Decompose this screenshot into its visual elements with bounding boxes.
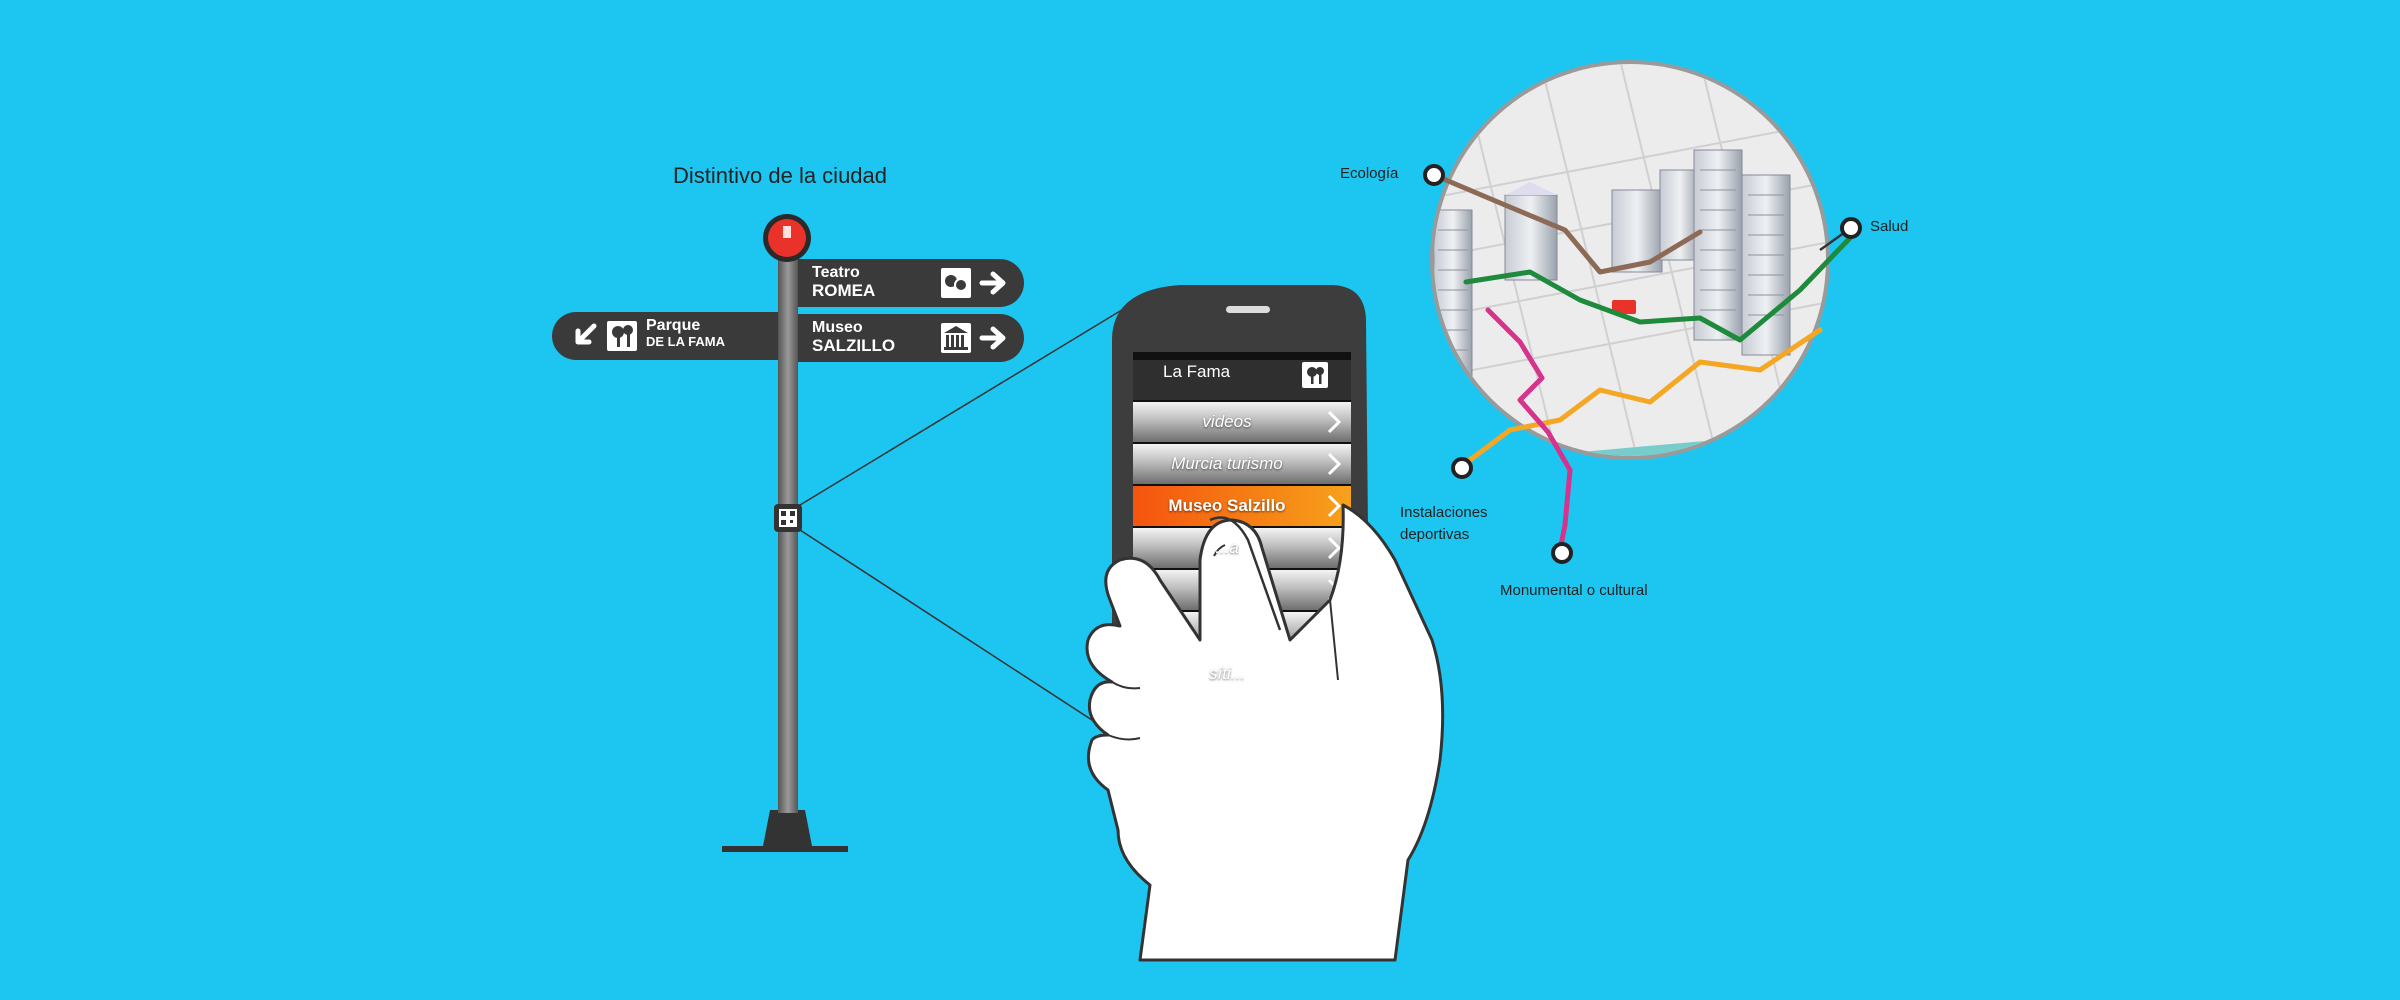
label-ecologia: Ecología	[1340, 165, 1399, 182]
label-instalaciones: Instalaciones deportivas	[1400, 502, 1488, 546]
ecologia-node	[1423, 164, 1445, 186]
route-ecologia	[1431, 172, 1703, 275]
label-salud: Salud	[1870, 218, 1909, 235]
monumental-node	[1551, 542, 1573, 564]
bus-icon	[1765, 405, 1789, 419]
sign-museo-line2: SALZILLO	[812, 335, 896, 355]
sign-parque-line2: DE LA FAMA	[646, 333, 725, 349]
scan-lines	[799, 304, 1131, 736]
signpost-title: Distintivo de la ciudad	[673, 163, 888, 188]
menu-item-label: síti...	[1209, 664, 1245, 683]
instalaciones-node	[1451, 457, 1473, 479]
arrow-right-icon	[979, 326, 1006, 350]
city-map	[1423, 60, 1862, 564]
phone-header-title: La Fama	[1163, 362, 1231, 381]
menu-item-label: Museo Salzillo	[1168, 496, 1286, 515]
chevron-right-icon	[1327, 494, 1342, 518]
pole-base	[763, 810, 812, 846]
salud-node	[1840, 217, 1862, 239]
label-instalaciones-line2: deportivas	[1400, 525, 1470, 543]
phone-speaker	[1226, 306, 1270, 313]
sign-parque-line1: Parque	[646, 317, 701, 334]
sign-parque-text: Parque DE LA FAMA	[646, 317, 725, 349]
hand	[1085, 503, 1445, 962]
sign-museo-line1: Museo	[812, 319, 863, 336]
sign-teatro-line1: Teatro	[812, 264, 860, 281]
chevron-right-icon	[1327, 452, 1342, 476]
menu-item[interactable]	[1133, 444, 1351, 484]
label-monumental: Monumental o cultural	[1500, 582, 1648, 599]
arrow-right-icon	[979, 271, 1006, 295]
sign-teatro-line2: ROMEA	[812, 280, 876, 300]
chevron-right-icon	[1327, 410, 1342, 434]
bus-icon	[1612, 300, 1636, 314]
menu-item-label: videos	[1202, 412, 1252, 431]
arrow-down-left-icon	[575, 323, 597, 345]
city-crest-icon	[783, 226, 791, 238]
label-instalaciones-line1: Instalaciones	[1400, 504, 1488, 521]
route-instalaciones	[1459, 327, 1823, 469]
chevron-right-icon	[1327, 536, 1342, 560]
menu-item-selected[interactable]	[1133, 486, 1351, 526]
menu-item[interactable]	[1133, 402, 1351, 442]
route-monumental	[1485, 307, 1573, 553]
pole-ground	[722, 846, 848, 852]
signpost	[552, 214, 1024, 852]
sign-museo-text: Museo SALZILLO	[812, 319, 896, 355]
sign-teatro-text: Teatro ROMEA	[812, 264, 876, 300]
route-salud	[1463, 235, 1853, 343]
menu-item-label: ...a	[1215, 538, 1239, 557]
menu-item-label: Murcia turismo	[1171, 454, 1283, 473]
